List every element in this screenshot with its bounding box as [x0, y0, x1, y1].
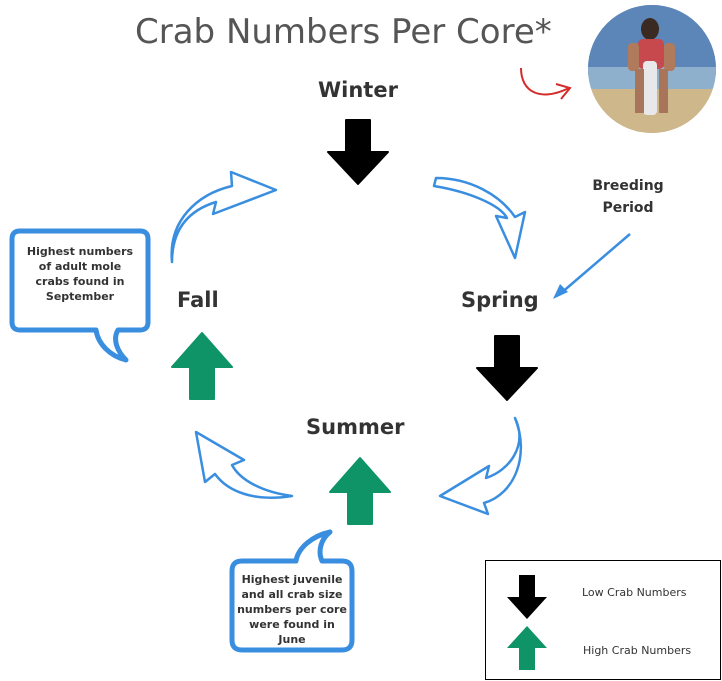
breeding-note-line-1: Breeding: [592, 178, 664, 194]
researcher-photo: [588, 5, 716, 133]
legend-low-label: Low Crab Numbers: [582, 586, 687, 599]
researcher-photo-figure: [588, 5, 716, 133]
cycle-arrow-summer-fall: [194, 430, 294, 499]
summer-speech-bubble: [229, 529, 355, 653]
legend-high-label: High Crab Numbers: [583, 644, 692, 657]
breeding-period-note: Breeding Period: [578, 175, 678, 219]
pointer-arrow-icon: [520, 67, 570, 96]
cycle-arrow-fall-winter: [170, 170, 278, 264]
fall-bubble-line-4: September: [45, 290, 115, 303]
summer-high-arrow-icon: [329, 457, 391, 525]
legend-low-arrow-icon: [507, 575, 547, 619]
fall-speech-bubble: [9, 228, 151, 363]
season-summer: Summer: [306, 415, 405, 439]
cycle-arrow-spring-summer: [438, 416, 523, 516]
summer-bubble-line-5: June: [278, 633, 306, 646]
season-winter: Winter: [318, 78, 398, 102]
legend-icons: [507, 575, 547, 670]
summer-bubble-line-3: numbers per core: [237, 603, 347, 616]
spring-low-arrow-icon: [476, 335, 538, 401]
fall-bubble-line-1: Highest numbers: [26, 245, 134, 258]
breeding-pointer-line: [559, 233, 631, 295]
fall-high-arrow-icon: [171, 332, 233, 400]
legend-high-arrow-icon: [507, 626, 547, 670]
page-title: Crab Numbers Per Core*: [135, 12, 552, 52]
fall-bubble-text: Highest numbers of adult mole crabs foun…: [16, 244, 144, 304]
season-fall: Fall: [177, 288, 219, 312]
winter-low-arrow-icon: [327, 119, 389, 185]
cycle-arrow-winter-spring: [432, 176, 527, 260]
fall-bubble-line-3: crabs found in: [35, 275, 125, 288]
legend: Low Crab Numbers High Crab Numbers: [485, 560, 721, 680]
summer-bubble-text: Highest juvenile and all crab size numbe…: [236, 572, 348, 647]
season-spring: Spring: [461, 288, 539, 312]
summer-bubble-line-2: and all crab size: [241, 588, 343, 601]
summer-bubble-line-1: Highest juvenile: [241, 573, 343, 586]
breeding-pointer-head: [553, 284, 568, 299]
breeding-note-line-2: Period: [602, 200, 654, 216]
summer-bubble-line-4: were found in: [249, 618, 335, 631]
fall-bubble-line-2: of adult mole: [38, 260, 122, 273]
